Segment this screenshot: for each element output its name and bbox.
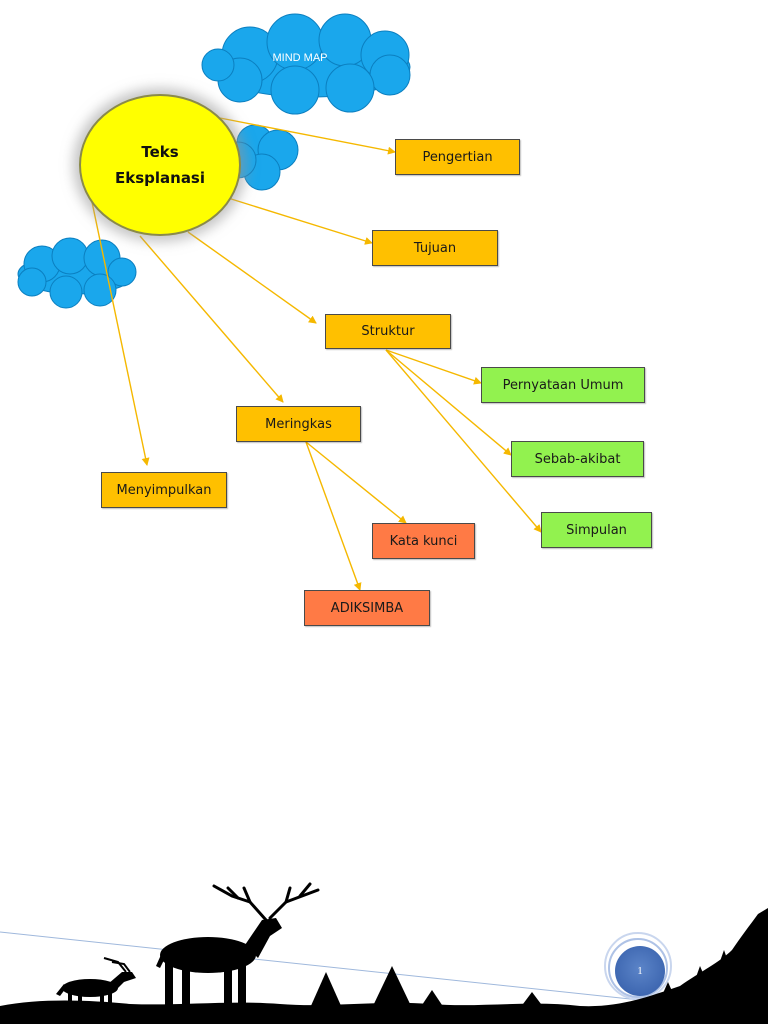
antelope-silhouette [56,957,136,1014]
arrow-to-adiksimba [305,441,362,591]
cloud-title: MIND MAP [272,52,328,64]
node-pengertian[interactable]: Pengertian [395,139,520,175]
arrows [91,117,542,591]
arrow-to-meringkas [139,235,284,403]
arrow-to-sebab-akibat [385,349,512,456]
arrow-to-tujuan [227,197,373,245]
arrow-to-simpulan [385,349,542,533]
node-meringkas[interactable]: Meringkas [236,406,361,442]
node-sebab-akibat[interactable]: Sebab-akibat [511,441,644,477]
cloud-left [17,237,137,309]
arrow-to-menyimpulkan [91,201,150,466]
node-struktur[interactable]: Struktur [325,314,451,349]
page-number: 1 [637,965,643,977]
node-simpulan[interactable]: Simpulan [541,512,652,548]
central-topic-node[interactable]: Teks Eksplanasi [79,94,241,236]
central-topic-line1: Teks [141,143,179,161]
forest-silhouette [0,908,768,1024]
central-topic-line2: Eksplanasi [114,169,206,187]
footer-line [0,931,641,1001]
arrow-to-kata-kunci [305,441,407,524]
arrow-to-struktur [187,231,317,324]
node-tujuan[interactable]: Tujuan [372,230,498,266]
page-number-badge [604,932,672,1000]
stag-silhouette [156,882,320,1008]
arrow-to-pernyataan-umum [385,349,482,385]
arrow-to-pengertian [219,117,396,155]
node-menyimpulkan[interactable]: Menyimpulkan [101,472,227,508]
cloud-top [201,13,411,115]
node-kata-kunci[interactable]: Kata kunci [372,523,475,559]
node-pernyataan-umum[interactable]: Pernyataan Umum [481,367,645,403]
node-adiksimba[interactable]: ADIKSIMBA [304,590,430,626]
